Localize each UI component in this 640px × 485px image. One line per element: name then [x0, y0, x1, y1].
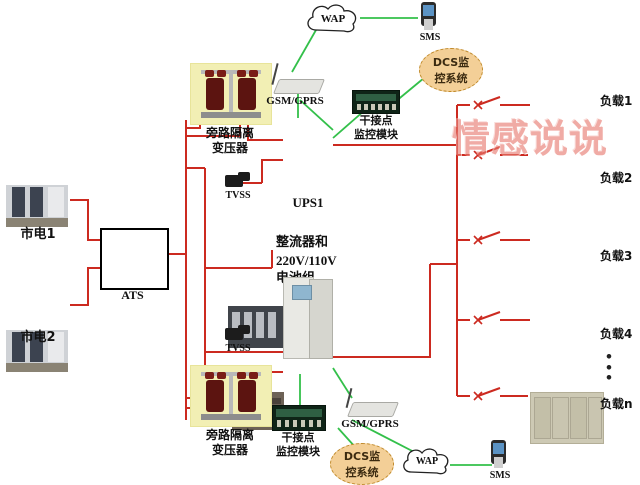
sms-phone-bottom-label: SMS — [489, 470, 511, 481]
loadn-label: 负载n — [600, 397, 633, 411]
tvss-bottom-label: TVSS — [225, 343, 251, 354]
sms-phone-top-label: SMS — [419, 32, 441, 43]
dcs-system-top-label-1: DCS监 — [432, 56, 470, 69]
tvss-top-icon — [225, 172, 251, 189]
bypass-transformer-top — [190, 63, 272, 125]
ups1-cabinet[interactable] — [283, 277, 333, 360]
load1-label: 负载1 — [600, 94, 633, 108]
load3-label: 负载3 — [600, 249, 633, 263]
dry-contact-module-bottom-label-1: 干接点 — [281, 431, 315, 444]
dcs-system-bottom-label-2: 控系统 — [345, 466, 379, 479]
gsm-gprs-top-label: GSM/GPRS — [266, 95, 324, 107]
bypass-transformer-top-label-1: 旁路隔离 — [205, 126, 254, 140]
dcs-system-bottom: DCS监 控系统 — [330, 443, 394, 485]
dry-contact-module-bottom-label-2: 监控模块 — [276, 445, 320, 458]
bypass-transformer-bottom-label-1: 旁路隔离 — [205, 428, 254, 442]
gsm-gprs-bottom-icon — [336, 388, 400, 422]
dcs-system-top-label-2: 控系统 — [434, 72, 468, 85]
tvss-top-label: TVSS — [225, 190, 251, 201]
ups1-label: UPS1 — [292, 195, 324, 210]
bypass-transformer-bottom-label-2: 变压器 — [211, 443, 248, 457]
rectifier-battery-label-1: 整流器和 — [276, 235, 329, 250]
bypass-transformer-bottom — [190, 365, 272, 427]
wap-cloud-top-label: WAP — [320, 13, 346, 25]
load2-label: 负载2 — [600, 171, 633, 185]
cloud-icon — [403, 448, 449, 475]
breaker-marks — [473, 100, 483, 401]
dcs-system-bottom-label-1: DCS监 — [343, 450, 381, 463]
tvss-bottom-icon — [225, 325, 251, 342]
load-ellipsis: • • • — [606, 347, 612, 388]
wap-cloud-bottom-label: WAP — [415, 456, 439, 467]
gsm-gprs-bottom-label: GSM/GPRS — [341, 418, 399, 430]
dry-contact-module-top-label-1: 干接点 — [359, 114, 393, 127]
rectifier-battery-label-2: 220V/110V — [276, 253, 337, 268]
mains1-label: 市电1 — [20, 227, 56, 242]
ats-box[interactable] — [100, 228, 169, 290]
bypass-transformer-top-label-2: 变压器 — [211, 141, 248, 155]
cloud-icon — [307, 4, 357, 33]
dry-contact-module-bottom — [272, 405, 326, 431]
ats-label: ATS — [121, 288, 144, 302]
wap-cloud-top: WAP — [302, 2, 364, 36]
sms-phone-top — [418, 2, 440, 34]
load1-image — [530, 392, 604, 444]
dcs-system-top: DCS监 控系统 — [419, 48, 483, 92]
dry-contact-module-top-label-2: 监控模块 — [354, 128, 398, 141]
mains2-image — [6, 330, 68, 372]
load4-label: 负载4 — [600, 327, 633, 341]
mains2-label: 市电2 — [20, 330, 56, 345]
sms-phone-bottom — [488, 440, 510, 472]
dry-contact-module-top — [352, 90, 400, 114]
gsm-gprs-top-icon — [262, 63, 326, 97]
mains1-image — [6, 185, 68, 227]
wap-cloud-bottom: WAP — [398, 446, 456, 478]
